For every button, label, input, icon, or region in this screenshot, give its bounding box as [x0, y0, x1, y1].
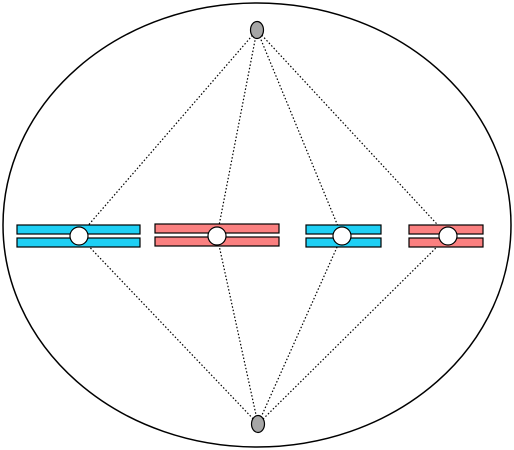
spindle-fibers	[78, 29, 449, 425]
centrosome-bottom	[250, 414, 266, 434]
chromosome-2	[154, 223, 280, 247]
centromere	[438, 226, 458, 246]
spindle-fiber-top-3	[256, 29, 343, 237]
chromosome-1	[16, 224, 141, 248]
centrosome-top	[249, 20, 265, 40]
chromosome-3	[305, 224, 382, 248]
spindle-fiber-bottom-1	[78, 235, 259, 425]
centromere	[69, 226, 89, 246]
spindle-fiber-bottom-3	[257, 235, 343, 425]
centromere	[332, 226, 352, 246]
spindle-fiber-bottom-2	[216, 235, 259, 425]
centromere	[207, 226, 227, 246]
chromosome-4	[408, 224, 484, 248]
spindle-fiber-bottom-4	[257, 235, 449, 425]
spindle-fiber-top-4	[256, 29, 449, 237]
